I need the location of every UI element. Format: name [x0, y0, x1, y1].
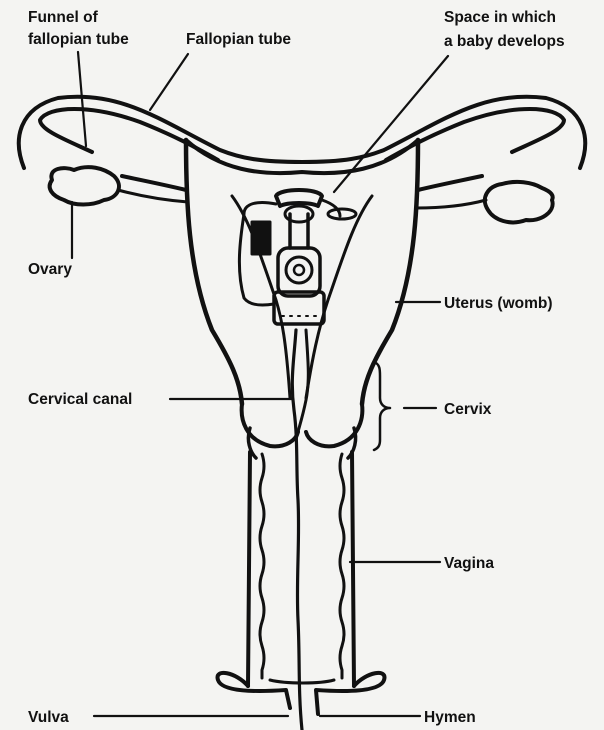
label-fallopian-tube: Fallopian tube: [186, 31, 291, 48]
left-tube-lower: [122, 176, 186, 190]
device-handset: [276, 190, 322, 206]
label-hymen: Hymen: [424, 709, 476, 726]
leader-funnel: [78, 52, 86, 146]
device-in-uterus: [239, 190, 356, 324]
right-ovary: [485, 182, 553, 222]
cervical-canal-line: [292, 330, 302, 730]
uterus-right-wall: [362, 140, 418, 404]
vagina-right-inner: [340, 454, 344, 678]
left-ovarian-ligament: [118, 190, 188, 202]
label-vulva: Vulva: [28, 709, 69, 726]
hymen-line: [270, 680, 334, 683]
device-earpiece: [328, 209, 356, 219]
label-funnel-line2: fallopian tube: [28, 31, 129, 48]
device-side-box: [252, 222, 270, 254]
device-dial: [286, 257, 312, 283]
label-ovary: Ovary: [28, 261, 72, 278]
fallopian-tubes: [19, 97, 585, 190]
uterus-fundus: [186, 140, 418, 173]
left-ovary: [50, 167, 119, 204]
leader-lines: [72, 52, 448, 716]
vagina-left-inner: [260, 454, 264, 678]
uterus-left-wall: [186, 140, 242, 404]
right-ovarian-ligament: [416, 200, 486, 208]
label-cervical-canal: Cervical canal: [28, 391, 132, 408]
label-uterus: Uterus (womb): [444, 295, 553, 312]
uterus: [186, 140, 418, 404]
label-vagina: Vagina: [444, 555, 494, 572]
cervix-bracket: [374, 362, 390, 450]
vagina-right-wall: [352, 452, 354, 686]
vulva-left: [218, 673, 290, 708]
device-dial-center: [294, 265, 304, 275]
label-space-line2: a baby develops: [444, 33, 565, 50]
leader-fallopian: [150, 54, 188, 110]
label-space-line1: Space in which: [444, 9, 556, 26]
uterine-cavity-right: [306, 196, 372, 398]
vagina-left-wall: [248, 452, 250, 686]
label-funnel-line1: Funnel of: [28, 9, 99, 26]
device-body: [278, 248, 320, 296]
vulva-right: [316, 673, 384, 714]
device-neck: [290, 214, 308, 248]
cervix-vagina: [218, 330, 385, 730]
cervical-canal-line-2: [296, 330, 308, 440]
label-cervix: Cervix: [444, 401, 492, 418]
right-tube-lower: [418, 176, 482, 190]
